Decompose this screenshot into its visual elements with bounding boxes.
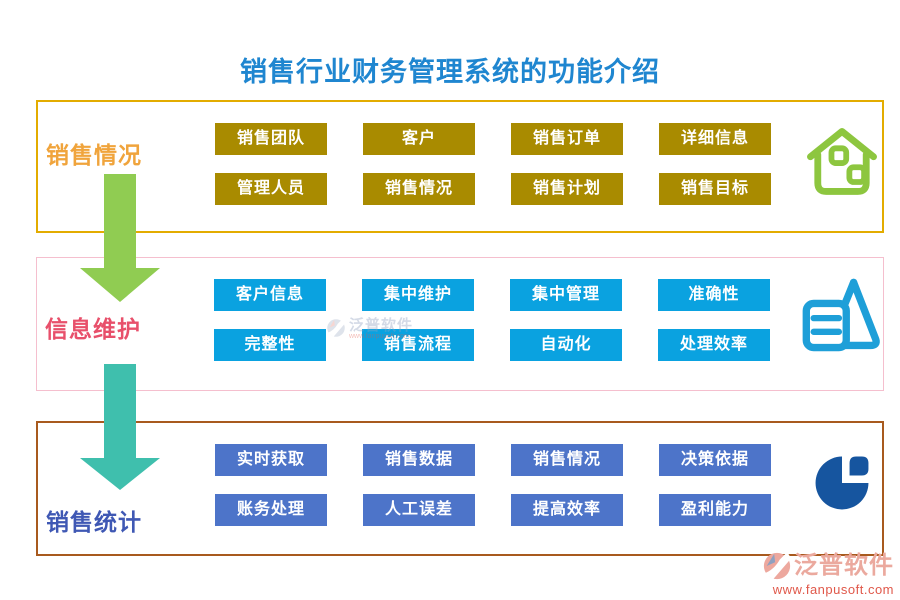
feature-button[interactable]: 自动化 bbox=[510, 329, 622, 361]
feature-button[interactable]: 盈利能力 bbox=[659, 494, 771, 526]
feature-button[interactable]: 处理效率 bbox=[658, 329, 770, 361]
watermark-logo: 泛普软件 www.fanpusoft.com bbox=[326, 318, 413, 340]
watermark-url: www.fanpusoft.com bbox=[349, 333, 410, 340]
section-label-sales-status: 销售情况 bbox=[46, 142, 142, 168]
feature-grid: 销售团队 客户 销售订单 详细信息 管理人员 销售情况 销售计划 销售目标 bbox=[215, 123, 771, 205]
feature-button[interactable]: 销售情况 bbox=[511, 444, 623, 476]
section-label-info-maintenance: 信息维护 bbox=[45, 316, 141, 342]
feature-button[interactable]: 账务处理 bbox=[215, 494, 327, 526]
pie-chart-icon bbox=[808, 449, 876, 522]
feature-button[interactable]: 销售订单 bbox=[511, 123, 623, 155]
feature-button[interactable]: 管理人员 bbox=[215, 173, 327, 205]
fanpu-logo: 泛普软件 www.fanpusoft.com bbox=[762, 551, 894, 596]
fanpu-logo-url[interactable]: www.fanpusoft.com bbox=[772, 582, 894, 597]
feature-button[interactable]: 销售目标 bbox=[659, 173, 771, 205]
feature-button[interactable]: 销售流程 bbox=[362, 329, 474, 361]
feature-button[interactable]: 人工误差 bbox=[363, 494, 475, 526]
fanpu-logo-icon bbox=[327, 318, 346, 337]
feature-button[interactable]: 完整性 bbox=[214, 329, 326, 361]
page-title: 销售行业财务管理系统的功能介绍 bbox=[240, 57, 660, 87]
feature-button[interactable]: 实时获取 bbox=[215, 444, 327, 476]
feature-button[interactable]: 准确性 bbox=[658, 279, 770, 311]
feature-grid: 客户信息 集中维护 集中管理 准确性 完整性 销售流程 自动化 处理效率 bbox=[214, 279, 770, 361]
feature-button[interactable]: 客户 bbox=[363, 123, 475, 155]
feature-button[interactable]: 销售计划 bbox=[511, 173, 623, 205]
section-info-maintenance: 信息维护 客户信息 集中维护 集中管理 准确性 完整性 销售流程 自动化 处理效… bbox=[36, 257, 884, 391]
watermark-name: 泛普软件 bbox=[349, 317, 414, 334]
feature-button[interactable]: 提高效率 bbox=[511, 494, 623, 526]
section-label-sales-statistics: 销售统计 bbox=[46, 509, 142, 535]
feature-button[interactable]: 详细信息 bbox=[659, 123, 771, 155]
feature-button[interactable]: 销售团队 bbox=[215, 123, 327, 155]
feature-button[interactable]: 客户信息 bbox=[214, 279, 326, 311]
feature-grid: 实时获取 销售数据 销售情况 决策依据 账务处理 人工误差 提高效率 盈利能力 bbox=[215, 444, 771, 526]
triangle-list-icon bbox=[801, 274, 881, 361]
fanpu-logo-name: 泛普软件 bbox=[794, 552, 894, 579]
section-sales-statistics: 销售统计 实时获取 销售数据 销售情况 决策依据 账务处理 人工误差 提高效率 … bbox=[36, 421, 884, 556]
feature-button[interactable]: 集中管理 bbox=[510, 279, 622, 311]
feature-button[interactable]: 销售情况 bbox=[363, 173, 475, 205]
feature-button[interactable]: 决策依据 bbox=[659, 444, 771, 476]
section-sales-status: 销售情况 销售团队 客户 销售订单 详细信息 管理人员 销售情况 销售计划 销售… bbox=[36, 100, 884, 233]
feature-button[interactable]: 销售数据 bbox=[363, 444, 475, 476]
fanpu-logo-icon bbox=[763, 551, 792, 580]
house-icon bbox=[804, 122, 880, 207]
feature-button[interactable]: 集中维护 bbox=[362, 279, 474, 311]
